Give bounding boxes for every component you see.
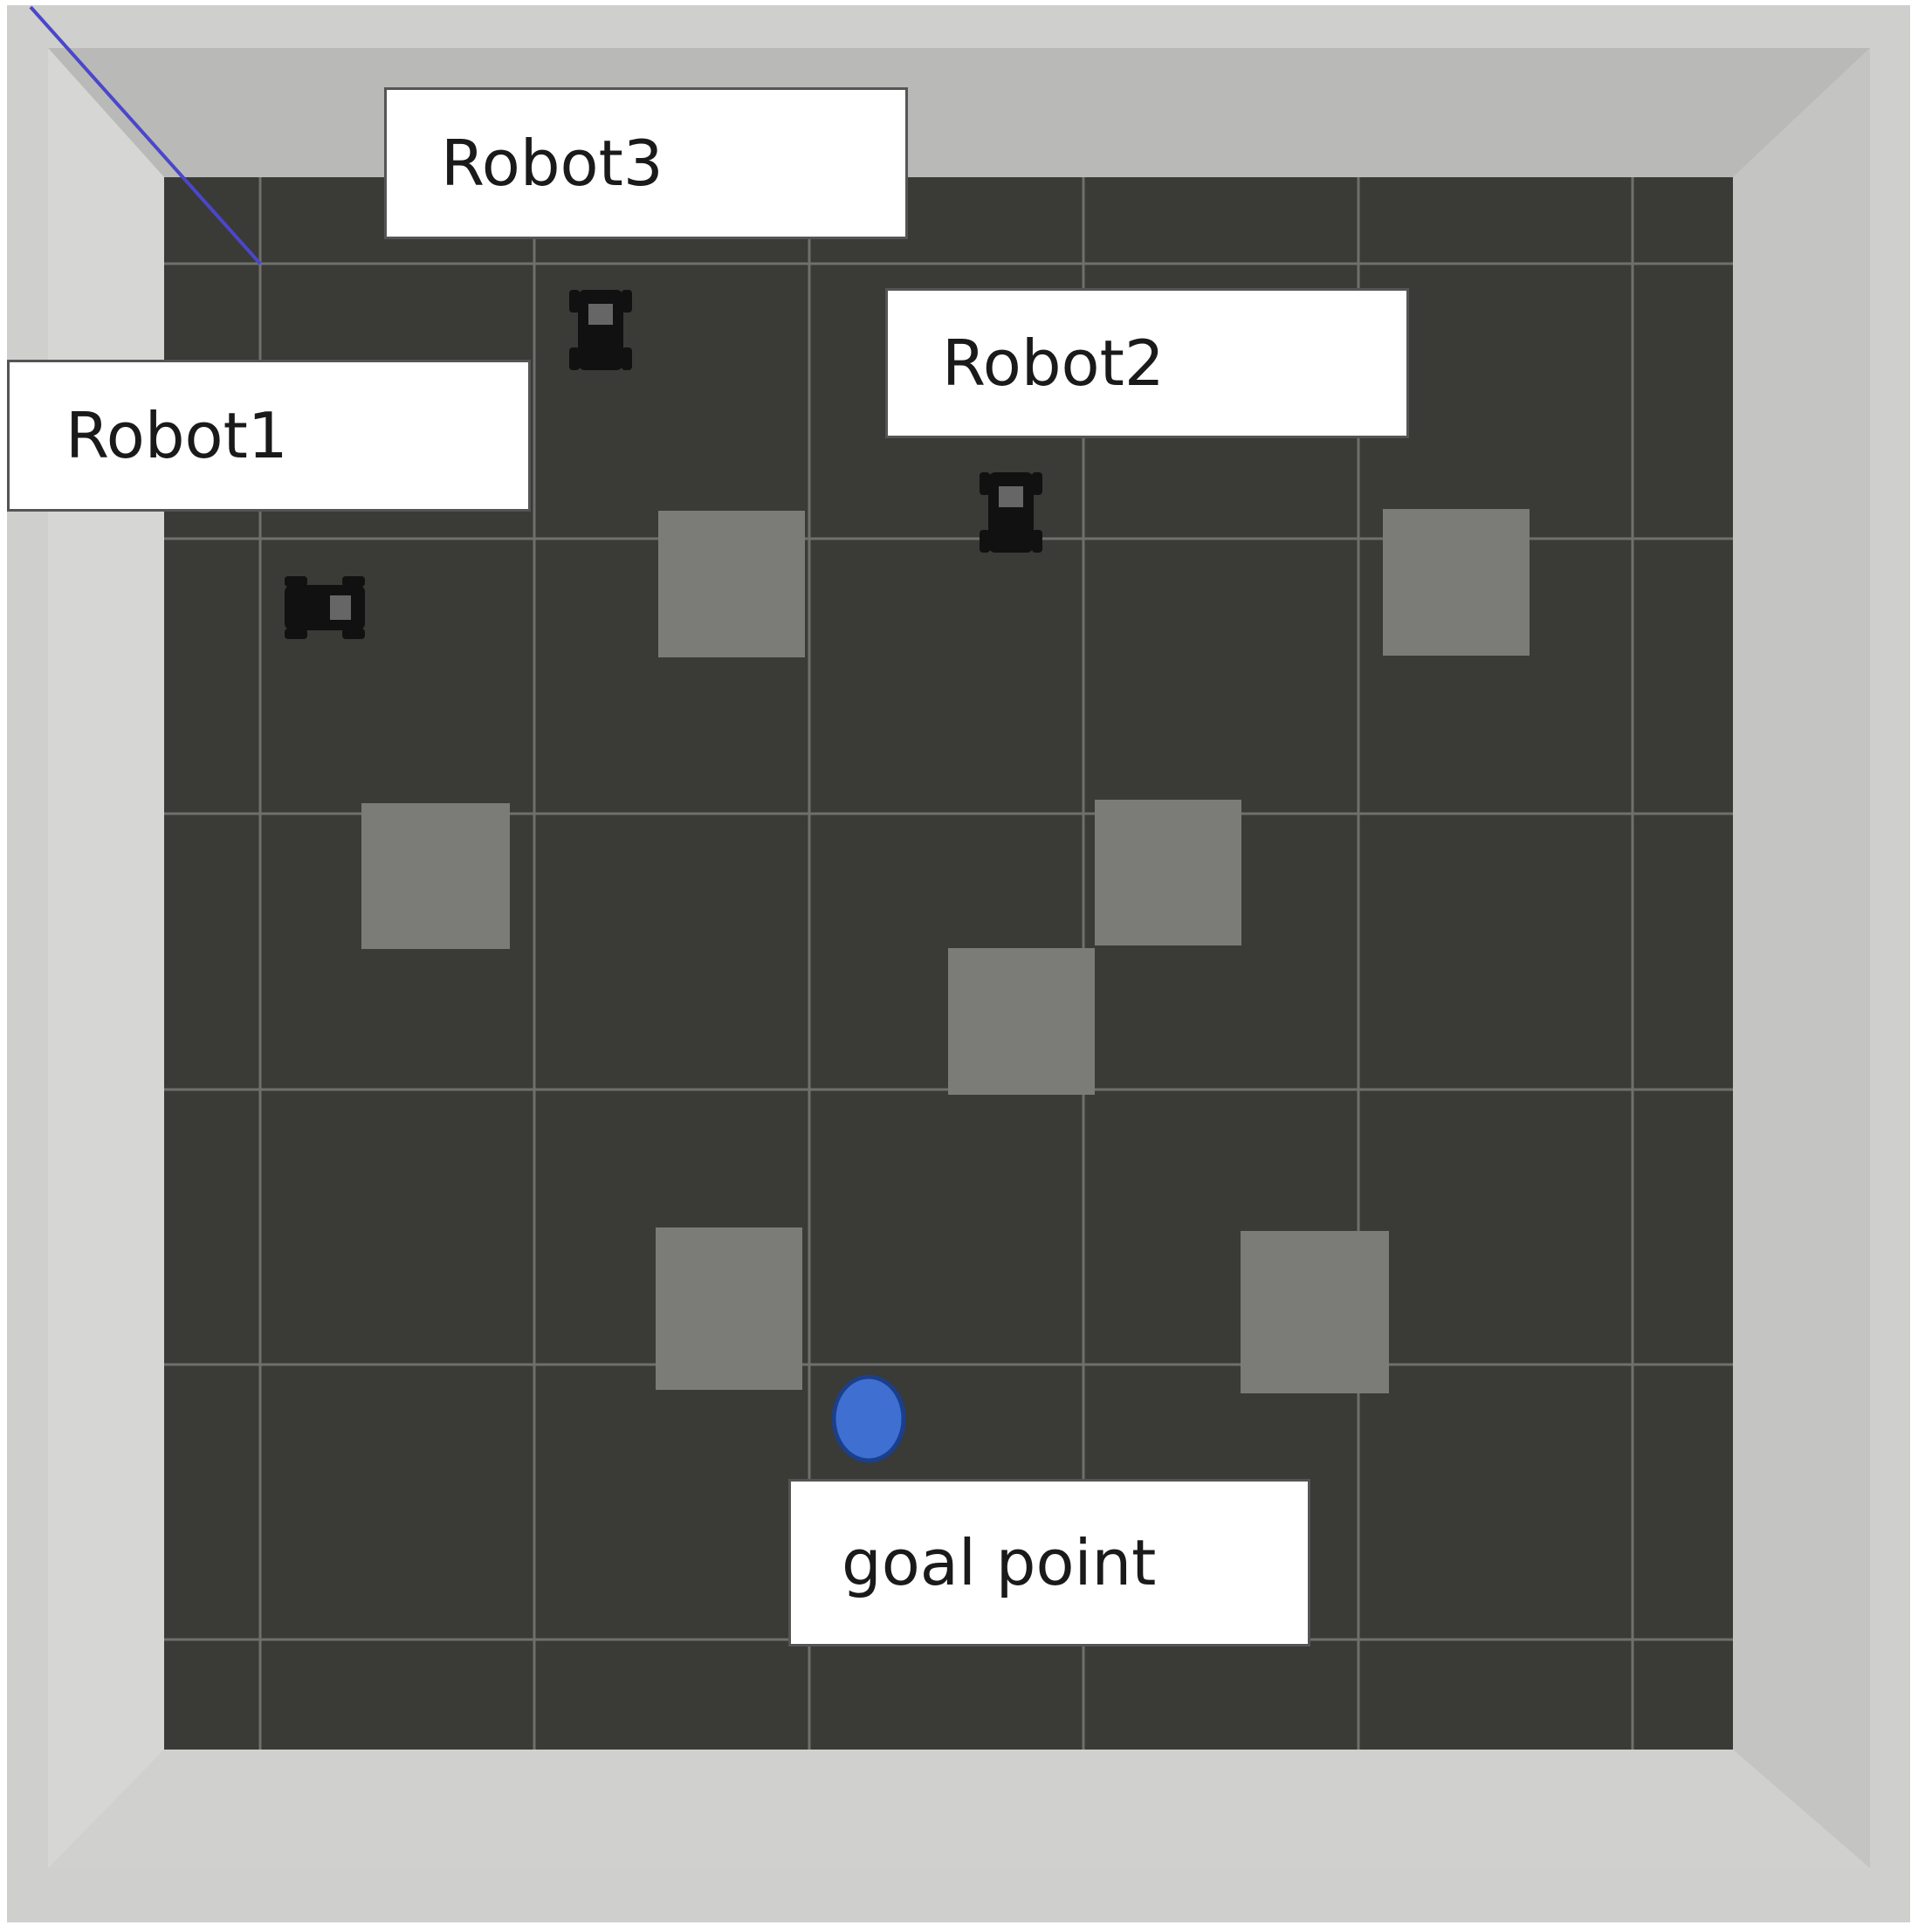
robot2-label: Robot2: [885, 288, 1409, 438]
obstacle-box: [658, 511, 805, 657]
obstacles: [361, 509, 1530, 1393]
goal-marker-icon[interactable]: [831, 1374, 906, 1463]
robot1-car-icon[interactable]: [285, 576, 365, 639]
robot2-car-icon[interactable]: [980, 472, 1042, 553]
robot2-label-text: Robot2: [942, 327, 1165, 400]
obstacle-box: [1241, 1231, 1389, 1393]
robot1-label: Robot1: [7, 360, 531, 512]
obstacle-box: [948, 948, 1095, 1095]
robot3-label: Robot3: [384, 87, 908, 239]
goal-point-label-text: goal point: [842, 1526, 1157, 1599]
robot3-label-text: Robot3: [441, 127, 663, 200]
robot3-car-icon[interactable]: [569, 290, 632, 370]
wall-bottom: [48, 1750, 1870, 1868]
wall-right: [1733, 48, 1870, 1868]
robot1-label-text: Robot1: [65, 399, 288, 472]
obstacle-box: [656, 1227, 802, 1390]
obstacle-box: [361, 803, 510, 949]
obstacle-box: [1383, 509, 1530, 656]
goal-point-label: goal point: [788, 1479, 1310, 1647]
trajectory-line: [29, 5, 262, 265]
wall-left: [48, 48, 164, 1868]
wall-top: [48, 48, 1870, 177]
obstacle-box: [1095, 800, 1241, 945]
